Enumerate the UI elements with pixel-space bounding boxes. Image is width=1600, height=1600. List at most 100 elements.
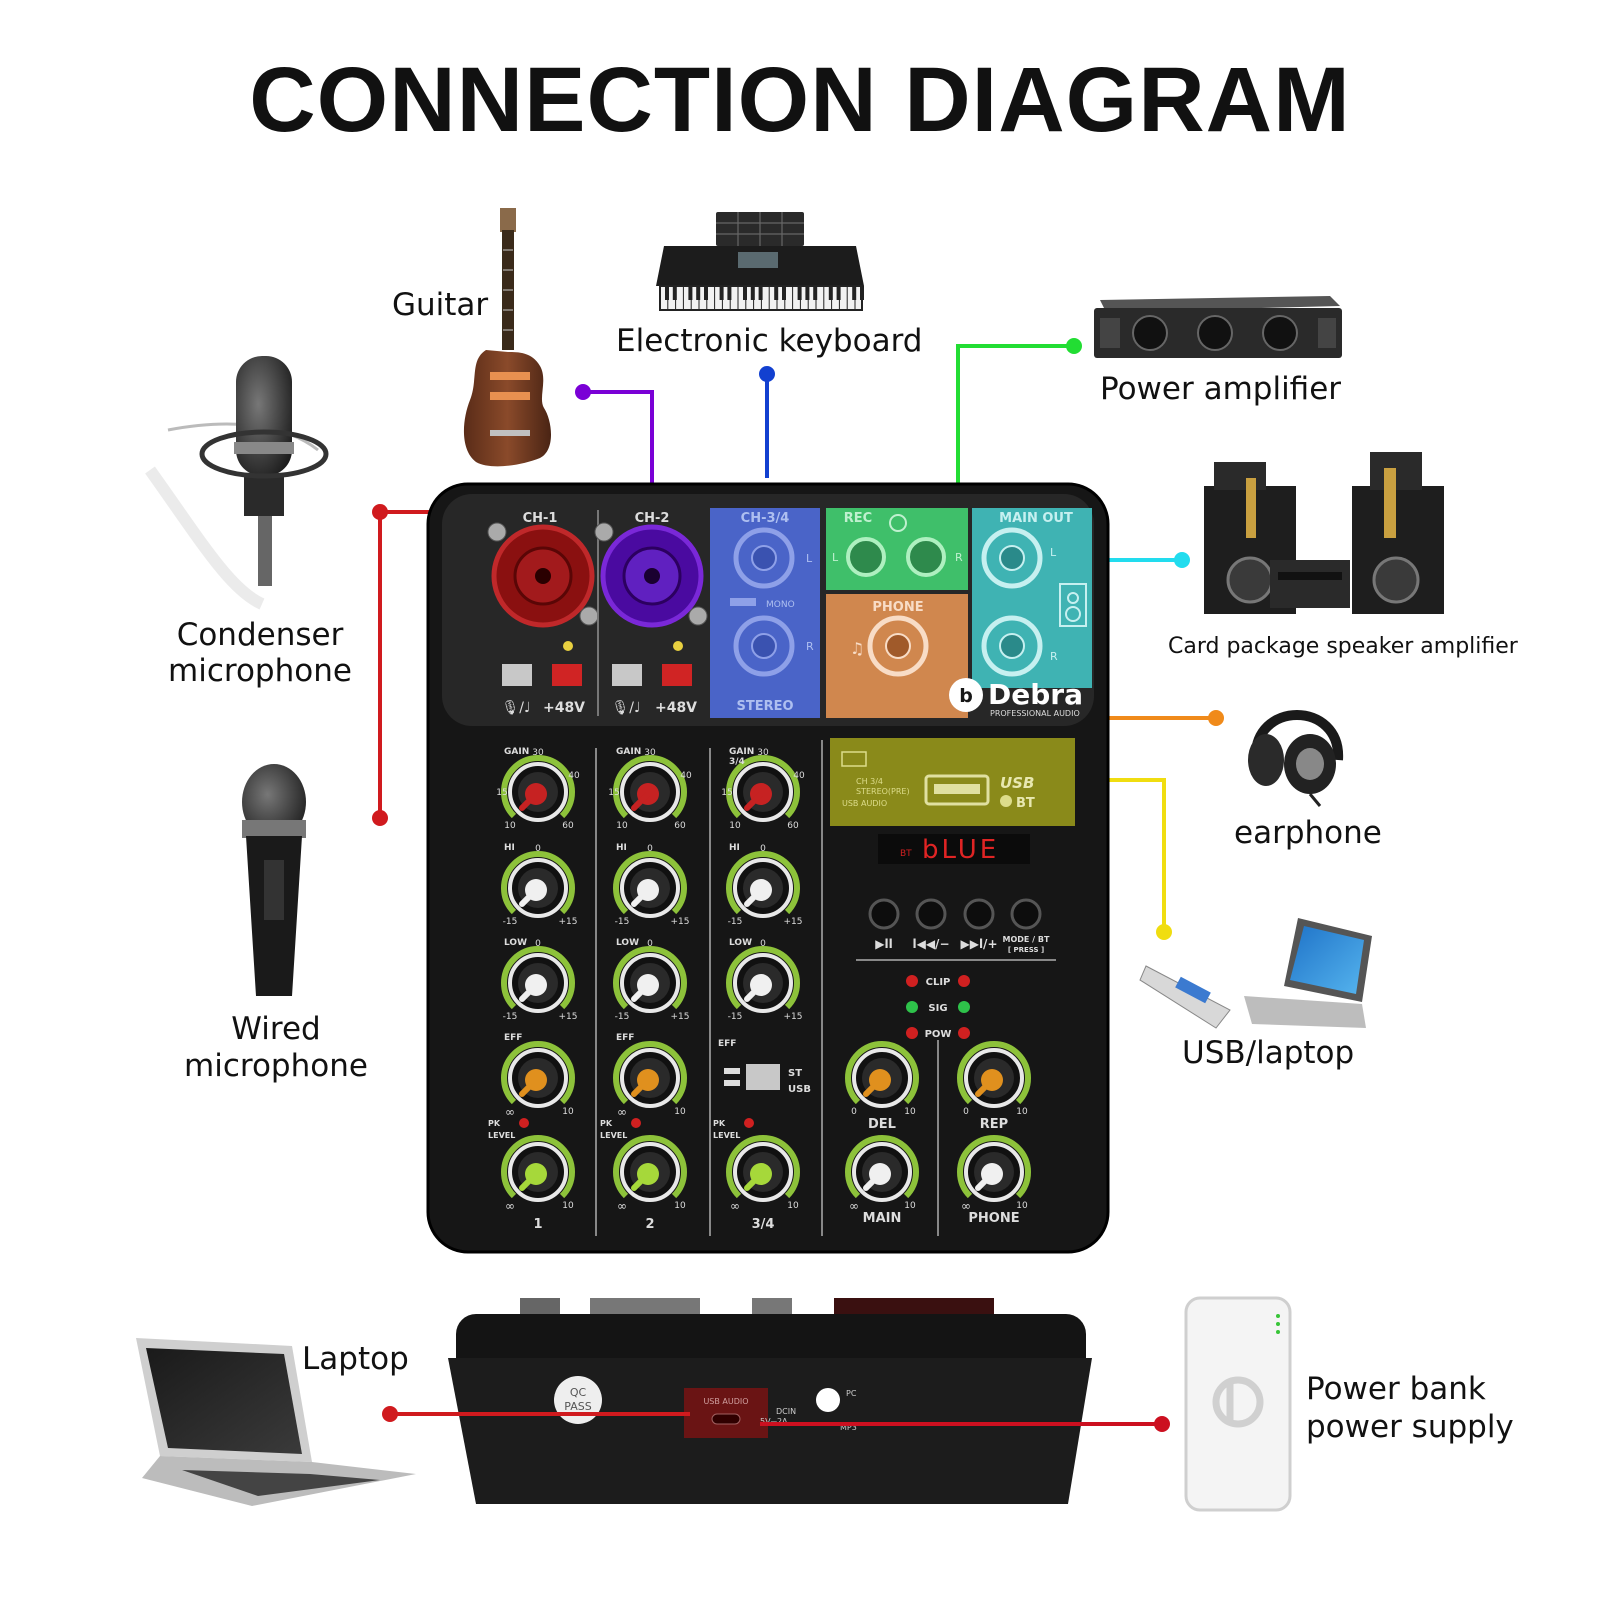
scale-label: 10: [674, 1107, 686, 1117]
knob-label: GAIN: [504, 747, 529, 757]
ch1-eff-knob[interactable]: [501, 1041, 575, 1108]
brand-name: Debra: [988, 678, 1083, 711]
transport-button-1[interactable]: [915, 898, 947, 930]
del-knob[interactable]: [845, 1041, 919, 1108]
transport-button-2[interactable]: [963, 898, 995, 930]
scale-label: -15: [503, 917, 518, 927]
guitar-icon: [463, 208, 551, 467]
svg-text:PASS: PASS: [564, 1400, 591, 1413]
rec-r-jack[interactable]: [906, 537, 946, 577]
ch1-eq-knob[interactable]: [501, 851, 575, 918]
peak-led: [631, 1118, 641, 1128]
led-label: SIG: [928, 1003, 947, 1014]
phone-volume-knob[interactable]: [957, 1135, 1031, 1202]
scale-label: ∞: [849, 1199, 859, 1213]
ch2-eq-knob[interactable]: [613, 946, 687, 1013]
ch2-phantom-switch[interactable]: [662, 664, 692, 686]
usb-bt-panel: CH 3/4 STEREO(PRE) USB AUDIO USB BT: [830, 738, 1075, 826]
ch1-level-knob[interactable]: [501, 1135, 575, 1202]
ch2-eff-knob[interactable]: [613, 1041, 687, 1108]
scale-label: 10: [904, 1201, 916, 1211]
label-usb-laptop: USB/laptop: [1182, 1035, 1355, 1071]
knob-label: LEVEL: [713, 1131, 740, 1140]
ch1-gain-knob[interactable]: [501, 755, 575, 822]
led-label: POW: [925, 1029, 952, 1040]
main-out-l-jack[interactable]: [981, 527, 1043, 589]
label-laptop: Laptop: [302, 1341, 409, 1377]
transport-label: l◀◀/−: [912, 937, 949, 951]
usb-stick-icon: [1139, 965, 1231, 1029]
line-rec-poweramp: [956, 344, 1074, 512]
main-knob[interactable]: [845, 1135, 919, 1202]
knob-label: LOW: [616, 938, 639, 948]
scale-label: 0: [851, 1107, 857, 1117]
svg-text:5V⎓2A: 5V⎓2A: [760, 1417, 788, 1426]
ch34-level-knob[interactable]: [726, 1135, 800, 1202]
scale-label: +15: [671, 1012, 690, 1022]
scale-label: 0: [760, 939, 766, 949]
main-out-r-jack[interactable]: [981, 615, 1043, 677]
dot-keyboard: [759, 366, 775, 382]
scale-label: 15: [721, 788, 732, 798]
transport-button-3[interactable]: [1010, 898, 1042, 930]
laptop-small-icon: [1244, 918, 1372, 1028]
ch1-mic-line-switch[interactable]: [502, 664, 532, 686]
master-knob-label: MAIN: [863, 1211, 902, 1226]
svg-text:R: R: [806, 640, 814, 653]
diagram-title: CONNECTION DIAGRAM: [249, 49, 1351, 151]
scale-label: 10: [562, 1201, 574, 1211]
led-right-2: [958, 1027, 970, 1039]
scale-label: +15: [671, 917, 690, 927]
label-wired-mic-line1: Wired: [231, 1011, 321, 1047]
usb-audio-port[interactable]: [684, 1388, 768, 1438]
usb-port[interactable]: [924, 774, 990, 806]
scale-label: -15: [728, 917, 743, 927]
knob-label: PK: [488, 1119, 501, 1128]
ch2-level-knob[interactable]: [613, 1135, 687, 1202]
ch34-eq-knob[interactable]: [726, 946, 800, 1013]
transport-label: ▶ll: [875, 937, 892, 951]
phone-output-section: PHONE ♫: [826, 594, 968, 718]
led-left-2: [906, 1027, 918, 1039]
scale-label: ∞: [505, 1199, 515, 1213]
scale-label: 30: [532, 748, 544, 758]
master-knob-label: DEL: [868, 1117, 896, 1132]
label-guitar: Guitar: [392, 287, 489, 323]
svg-text:PHONE: PHONE: [872, 600, 923, 615]
rec-l-jack[interactable]: [846, 537, 886, 577]
peak-led: [744, 1118, 754, 1128]
transport-sub-label: [ PRESS ]: [1008, 946, 1044, 954]
scale-label: 40: [793, 771, 805, 781]
scale-label: 0: [535, 939, 541, 949]
scale-label: 40: [568, 771, 580, 781]
channel-number: 1: [533, 1217, 542, 1232]
ch2-eq-knob[interactable]: [613, 851, 687, 918]
transport-button-0[interactable]: [868, 898, 900, 930]
scale-label: 60: [787, 821, 799, 831]
ch34-jack-l[interactable]: [733, 527, 795, 589]
transport-label: ▶▶l/+: [960, 937, 997, 951]
label-keyboard: Electronic keyboard: [616, 323, 923, 359]
ch1-phantom-switch[interactable]: [552, 664, 582, 686]
ch2-mic-guitar-icon: 🎙/♩: [611, 699, 640, 716]
scale-label: ∞: [617, 1199, 627, 1213]
ch1-eq-knob[interactable]: [501, 946, 575, 1013]
dot-powerbank: [1154, 1416, 1170, 1432]
phone-jack[interactable]: [867, 615, 929, 677]
svg-text:STEREO: STEREO: [736, 699, 793, 714]
headphones-icon: [1248, 710, 1344, 807]
peak-led: [519, 1118, 529, 1128]
ch34-gain-knob[interactable]: [726, 755, 800, 822]
scale-label: 10: [904, 1107, 916, 1117]
rear-switch[interactable]: [816, 1388, 840, 1412]
rep-knob[interactable]: [957, 1041, 1031, 1108]
dot-wired: [372, 810, 388, 826]
ch2-gain-knob[interactable]: [613, 755, 687, 822]
ch34-eq-knob[interactable]: [726, 851, 800, 918]
ch2-mic-line-switch[interactable]: [612, 664, 642, 686]
svg-text:L: L: [1050, 546, 1057, 559]
ch34-jack-r[interactable]: [733, 615, 795, 677]
knob-label: HI: [504, 843, 515, 853]
